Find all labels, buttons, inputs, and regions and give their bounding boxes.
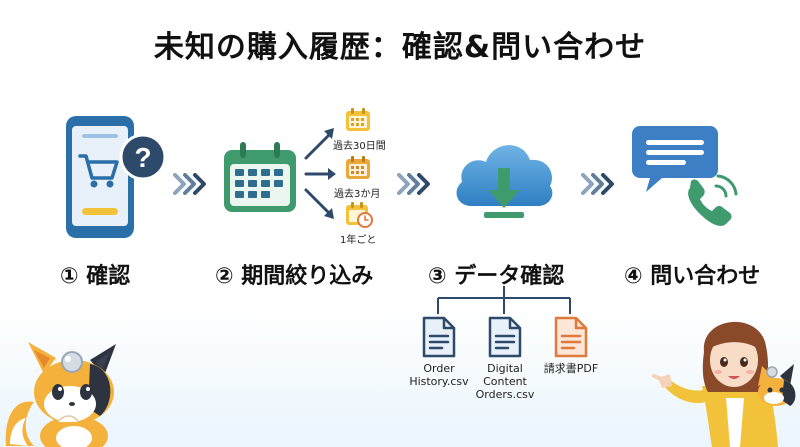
mini-calendar-icon — [346, 108, 370, 131]
calendar-clock-icon — [346, 202, 373, 228]
chevron-right-icon — [397, 173, 430, 195]
period-label-3months: 過去3か月 — [334, 189, 381, 200]
step-label-data-check: ③ データ確認 — [428, 264, 565, 289]
calendar-icon — [224, 142, 296, 212]
file-tree-connector — [437, 286, 571, 314]
branch-arrows — [304, 128, 336, 219]
file-label-order-history: Order History.csv — [409, 362, 469, 388]
step-label-confirm: ① 確認 — [60, 264, 131, 289]
chevron-right-icon — [581, 173, 614, 195]
cloud-download-icon — [456, 145, 553, 218]
chat-phone-icon — [632, 126, 738, 226]
chevron-right-icon — [173, 173, 206, 195]
mini-calendar-icon — [346, 156, 370, 179]
document-icon — [422, 316, 456, 358]
pdf-document-icon — [554, 316, 588, 358]
girl-with-fox-illustration — [652, 321, 796, 447]
page-title: 未知の購入履歴：確認&問い合わせ — [153, 30, 647, 65]
step-label-filter-period: ② 期間絞り込み — [215, 264, 374, 289]
step-label-inquiry: ④ 問い合わせ — [624, 264, 761, 289]
document-icon — [488, 316, 522, 358]
file-label-digital-content-orders: Digital Content Orders.csv — [475, 362, 535, 401]
period-label-yearly: 1年ごと — [340, 235, 377, 246]
svg-text:?: ? — [134, 142, 151, 173]
file-label-invoice-pdf: 請求書PDF — [543, 362, 599, 375]
smartphone-cart-icon: ? — [66, 116, 167, 238]
period-label-30days: 過去30日間 — [333, 141, 386, 152]
fox-mascot-illustration — [5, 342, 116, 447]
